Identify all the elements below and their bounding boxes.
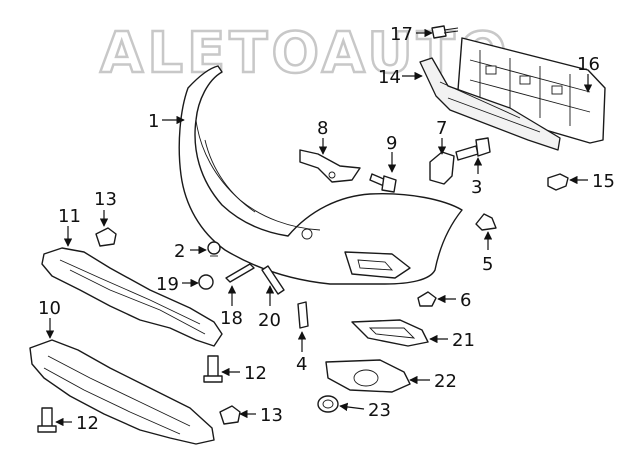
bumper-cover-part	[178, 65, 463, 285]
bracket-7-part	[429, 151, 455, 185]
bolt-12-upper-part	[203, 355, 223, 383]
callout-21: 21	[452, 330, 475, 351]
callout-14: 14	[378, 67, 401, 88]
clip-15-part	[547, 173, 569, 191]
callout-4: 4	[296, 354, 307, 375]
nut-6-part	[417, 291, 437, 307]
lower-deflector-part	[41, 247, 223, 347]
ring-23-part	[317, 395, 339, 413]
pin-2-part	[207, 241, 221, 257]
bracket-8-part	[299, 149, 361, 183]
callout-11: 11	[58, 206, 81, 227]
callout-19: 19	[156, 274, 179, 295]
callout-13-lower: 13	[260, 405, 283, 426]
callout-18: 18	[220, 308, 243, 329]
callout-8: 8	[317, 118, 328, 139]
callout-15: 15	[592, 171, 615, 192]
energy-absorber-part	[419, 57, 561, 151]
callout-labels: 1 2 3 4 5 6 7 8 9 10 11 12 12 13 13 14 1…	[38, 24, 615, 434]
callout-3: 3	[471, 177, 482, 198]
callout-7: 7	[436, 118, 447, 139]
callout-22: 22	[434, 371, 457, 392]
leader-lines	[45, 28, 593, 427]
callout-13-upper: 13	[94, 189, 117, 210]
clip-19-part	[198, 274, 214, 290]
callout-12-upper: 12	[244, 363, 267, 384]
bolt-12-lower-part	[37, 407, 57, 433]
fog-bezel-22-part	[325, 359, 411, 393]
bolt-17-part	[431, 25, 459, 39]
callout-10: 10	[38, 298, 61, 319]
callout-2: 2	[174, 241, 185, 262]
callout-1: 1	[148, 111, 159, 132]
callout-5: 5	[482, 254, 493, 275]
watermark-logo: ALETOAUTO	[100, 21, 510, 86]
callout-17: 17	[390, 24, 413, 45]
callout-6: 6	[460, 290, 471, 311]
nut-13-upper-part	[95, 227, 117, 247]
wire-tie-18-part	[225, 263, 255, 283]
callout-9: 9	[386, 133, 397, 154]
callout-23: 23	[368, 400, 391, 421]
grille-bezel-21-part	[351, 319, 429, 347]
clip-5-part	[475, 213, 497, 231]
callout-16: 16	[577, 54, 600, 75]
callout-20: 20	[258, 310, 281, 331]
lower-cover-part	[29, 339, 215, 445]
bolt-3-part	[455, 137, 491, 161]
nut-13-lower-part	[219, 405, 241, 425]
callout-12-lower: 12	[76, 413, 99, 434]
bolt-9-part	[369, 173, 397, 193]
bolt-4-part	[297, 301, 309, 329]
